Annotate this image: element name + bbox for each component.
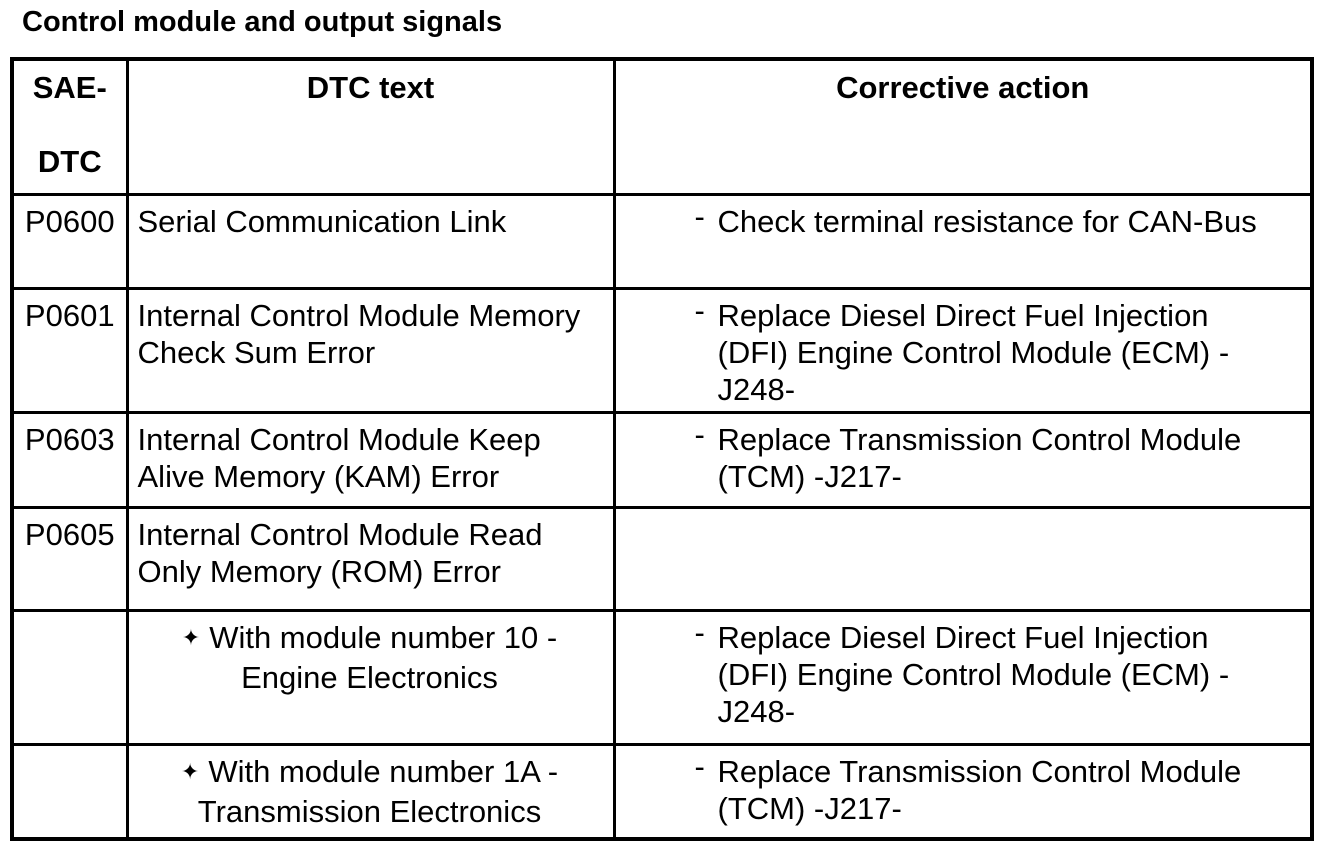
col-header-sae-dtc: SAE- DTC	[10, 57, 129, 196]
dtc-text: Serial Communication Link	[125, 192, 616, 290]
col-header-corrective-action: Corrective action	[612, 57, 1314, 196]
corrective-action: - Replace Diesel Direct Fuel Injection (…	[612, 286, 1314, 414]
dtc-code: P0605	[10, 505, 129, 612]
dtc-code-empty	[10, 742, 129, 841]
dash-bullet: -	[694, 748, 705, 784]
corrective-action-text: Replace Diesel Direct Fuel Injection (DF…	[717, 297, 1230, 407]
corrective-action-text: Replace Transmission Control Module (TCM…	[717, 421, 1242, 494]
table-row-p0601: P0601 Internal Control Module Memory Che…	[10, 286, 1314, 414]
dtc-table: SAE- DTC DTC text Corrective action P060…	[10, 57, 1314, 841]
header-row: SAE- DTC DTC text Corrective action	[10, 57, 1314, 196]
dtc-text: Internal Control Module Read Only Memory…	[125, 505, 616, 612]
table-row-module-1a: ✦With module number 1A - Transmission El…	[10, 742, 1314, 841]
corrective-action-text: Replace Transmission Control Module (TCM…	[717, 753, 1242, 826]
corrective-action-text: Replace Diesel Direct Fuel Injection (DF…	[717, 619, 1230, 729]
dtc-code-empty	[10, 608, 129, 746]
dash-bullet: -	[694, 416, 705, 452]
table-row-p0600: P0600 Serial Communication Link - Check …	[10, 192, 1314, 290]
dtc-code: P0600	[10, 192, 129, 290]
dash-bullet: -	[694, 198, 705, 234]
corrective-action: - Replace Transmission Control Module (T…	[612, 742, 1314, 841]
dtc-text: Internal Control Module Memory Check Sum…	[125, 286, 616, 414]
dtc-code: P0603	[10, 410, 129, 509]
dash-bullet: -	[694, 614, 705, 650]
dtc-text: ✦With module number 1A - Transmission El…	[125, 742, 616, 841]
diamond-bullet-icon: ✦	[181, 624, 201, 650]
table-row-p0603: P0603 Internal Control Module Keep Alive…	[10, 410, 1314, 509]
dtc-text: Internal Control Module Keep Alive Memor…	[125, 410, 616, 509]
table-row-p0605: P0605 Internal Control Module Read Only …	[10, 505, 1314, 612]
dtc-subcondition-text: With module number 1A - Transmission Ele…	[197, 753, 559, 829]
diamond-bullet-icon: ✦	[180, 758, 200, 784]
dtc-subcondition-text: With module number 10 - Engine Electroni…	[209, 619, 558, 695]
col-header-dtc-text: DTC text	[125, 57, 616, 196]
dtc-code: P0601	[10, 286, 129, 414]
table-row-module-10: ✦ With module number 10 - Engine Electron…	[10, 608, 1314, 746]
corrective-action: - Replace Diesel Direct Fuel Injection (…	[612, 608, 1314, 746]
corrective-action-empty	[612, 505, 1314, 612]
corrective-action: - Check terminal resistance for CAN-Bus	[612, 192, 1314, 290]
dtc-text: ✦ With module number 10 - Engine Electron…	[125, 608, 616, 746]
page-title: Control module and output signals	[22, 6, 503, 38]
dash-bullet: -	[694, 292, 705, 328]
corrective-action: - Replace Transmission Control Module (T…	[612, 410, 1314, 509]
corrective-action-text: Check terminal resistance for CAN-Bus	[717, 203, 1257, 239]
